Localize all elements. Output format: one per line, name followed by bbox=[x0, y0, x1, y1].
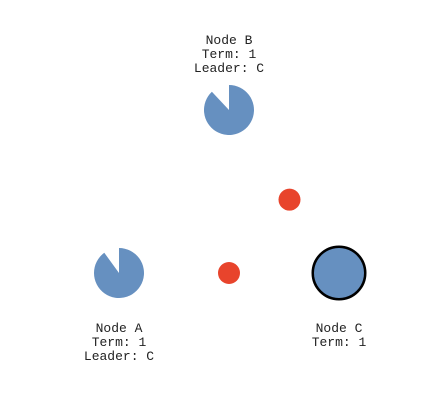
node-a-leader: Leader: C bbox=[84, 349, 154, 364]
node-c[interactable] bbox=[311, 245, 367, 301]
node-b-label: Node B Term: 1 Leader: C bbox=[194, 33, 264, 76]
node-b-leader: Leader: C bbox=[194, 61, 264, 76]
message-c-to-b bbox=[278, 188, 301, 211]
node-c-label: Node C Term: 1 bbox=[312, 321, 367, 350]
node-b-term: Term: 1 bbox=[202, 47, 257, 62]
node-b-circle[interactable] bbox=[204, 85, 254, 135]
node-a-label: Node A Term: 1 Leader: C bbox=[84, 321, 154, 364]
node-a[interactable] bbox=[93, 248, 144, 298]
node-b-name: Node B bbox=[206, 33, 253, 48]
message-c-to-a bbox=[218, 262, 240, 284]
node-c-term: Term: 1 bbox=[312, 335, 367, 350]
node-a-name: Node A bbox=[96, 321, 143, 336]
node-a-circle[interactable] bbox=[93, 248, 144, 298]
node-b[interactable] bbox=[204, 85, 254, 135]
node-a-term: Term: 1 bbox=[92, 335, 147, 350]
node-c-name: Node C bbox=[316, 321, 363, 336]
node-c-circle[interactable] bbox=[313, 248, 364, 299]
